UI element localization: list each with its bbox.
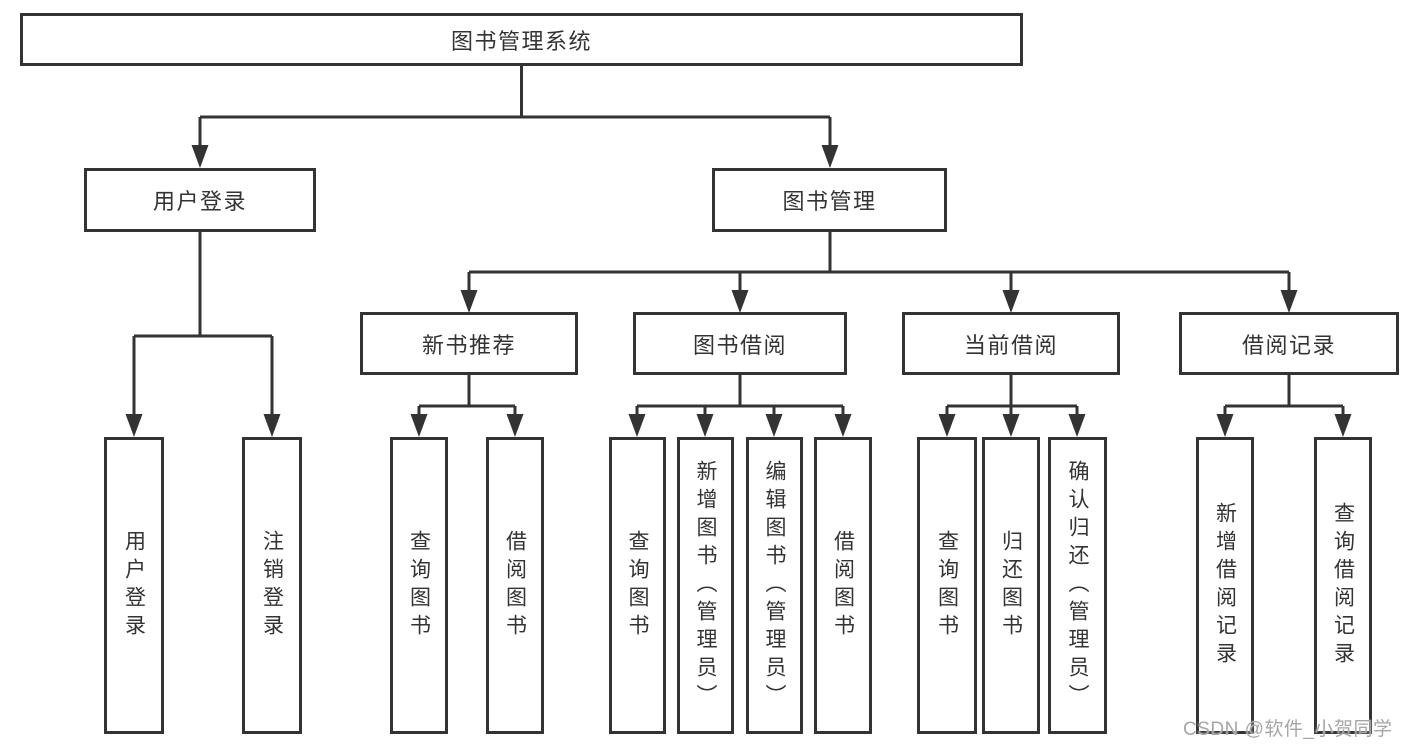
- leaf-label: 确认归还（管理员）: [1066, 459, 1089, 712]
- node-book-management: 图书管理: [712, 168, 947, 232]
- node-current-borrowing: 当前借阅: [902, 312, 1120, 375]
- node-label: 借阅记录: [1241, 332, 1336, 358]
- node-label: 用户登录: [152, 189, 247, 214]
- node-label: 图书管理: [782, 189, 877, 214]
- arrowheads: [125, 145, 1352, 437]
- leaf-label: 查询借阅记录: [1331, 501, 1355, 670]
- leaf-return-books: 归还图书: [982, 437, 1040, 734]
- leaf-newbook-query-books: 查询图书: [390, 437, 448, 734]
- leaf-label: 查询图书: [626, 529, 649, 642]
- watermark-csdn: CSDN @软件_小贺同学: [1183, 719, 1393, 740]
- leaf-edit-books-admin: 编辑图书（管理员）: [746, 437, 803, 734]
- leaf-label: 注销登录: [260, 529, 284, 642]
- leaf-label: 新增借阅记录: [1213, 501, 1237, 670]
- node-new-book-recommend: 新书推荐: [360, 312, 578, 375]
- leaf-label: 借阅图书: [831, 529, 855, 642]
- node-book-borrowing: 图书借阅: [633, 312, 847, 375]
- leaf-label: 用户登录: [122, 529, 146, 642]
- leaf-user-login: 用户登录: [104, 437, 164, 734]
- leaf-label: 新增图书（管理员）: [694, 459, 717, 712]
- node-label: 当前借阅: [963, 332, 1058, 358]
- leaf-label: 编辑图书（管理员）: [763, 459, 786, 712]
- node-label: 新书推荐: [421, 332, 516, 358]
- leaf-add-books-admin: 新增图书（管理员）: [677, 437, 734, 734]
- node-borrowing-records: 借阅记录: [1179, 312, 1399, 375]
- leaf-borrow-books: 借阅图书: [814, 437, 872, 734]
- leaf-current-query-books: 查询图书: [917, 437, 977, 734]
- node-library-management-system: 图书管理系统: [20, 13, 1023, 66]
- leaf-newbook-borrow-books: 借阅图书: [486, 437, 544, 734]
- leaf-label: 查询图书: [935, 529, 959, 642]
- leaf-confirm-return-admin: 确认归还（管理员）: [1048, 437, 1107, 734]
- leaf-label: 借阅图书: [503, 529, 527, 642]
- node-label: 图书管理系统: [450, 28, 592, 54]
- leaf-logout: 注销登录: [242, 437, 302, 734]
- leaf-borrowing-query-books: 查询图书: [609, 437, 666, 734]
- node-user-login: 用户登录: [84, 168, 316, 232]
- leaf-label: 查询图书: [407, 529, 431, 642]
- leaf-query-borrow-record: 查询借阅记录: [1314, 437, 1372, 734]
- leaf-add-borrow-record: 新增借阅记录: [1196, 437, 1254, 734]
- leaf-label: 归还图书: [999, 529, 1023, 642]
- node-label: 图书借阅: [692, 332, 787, 358]
